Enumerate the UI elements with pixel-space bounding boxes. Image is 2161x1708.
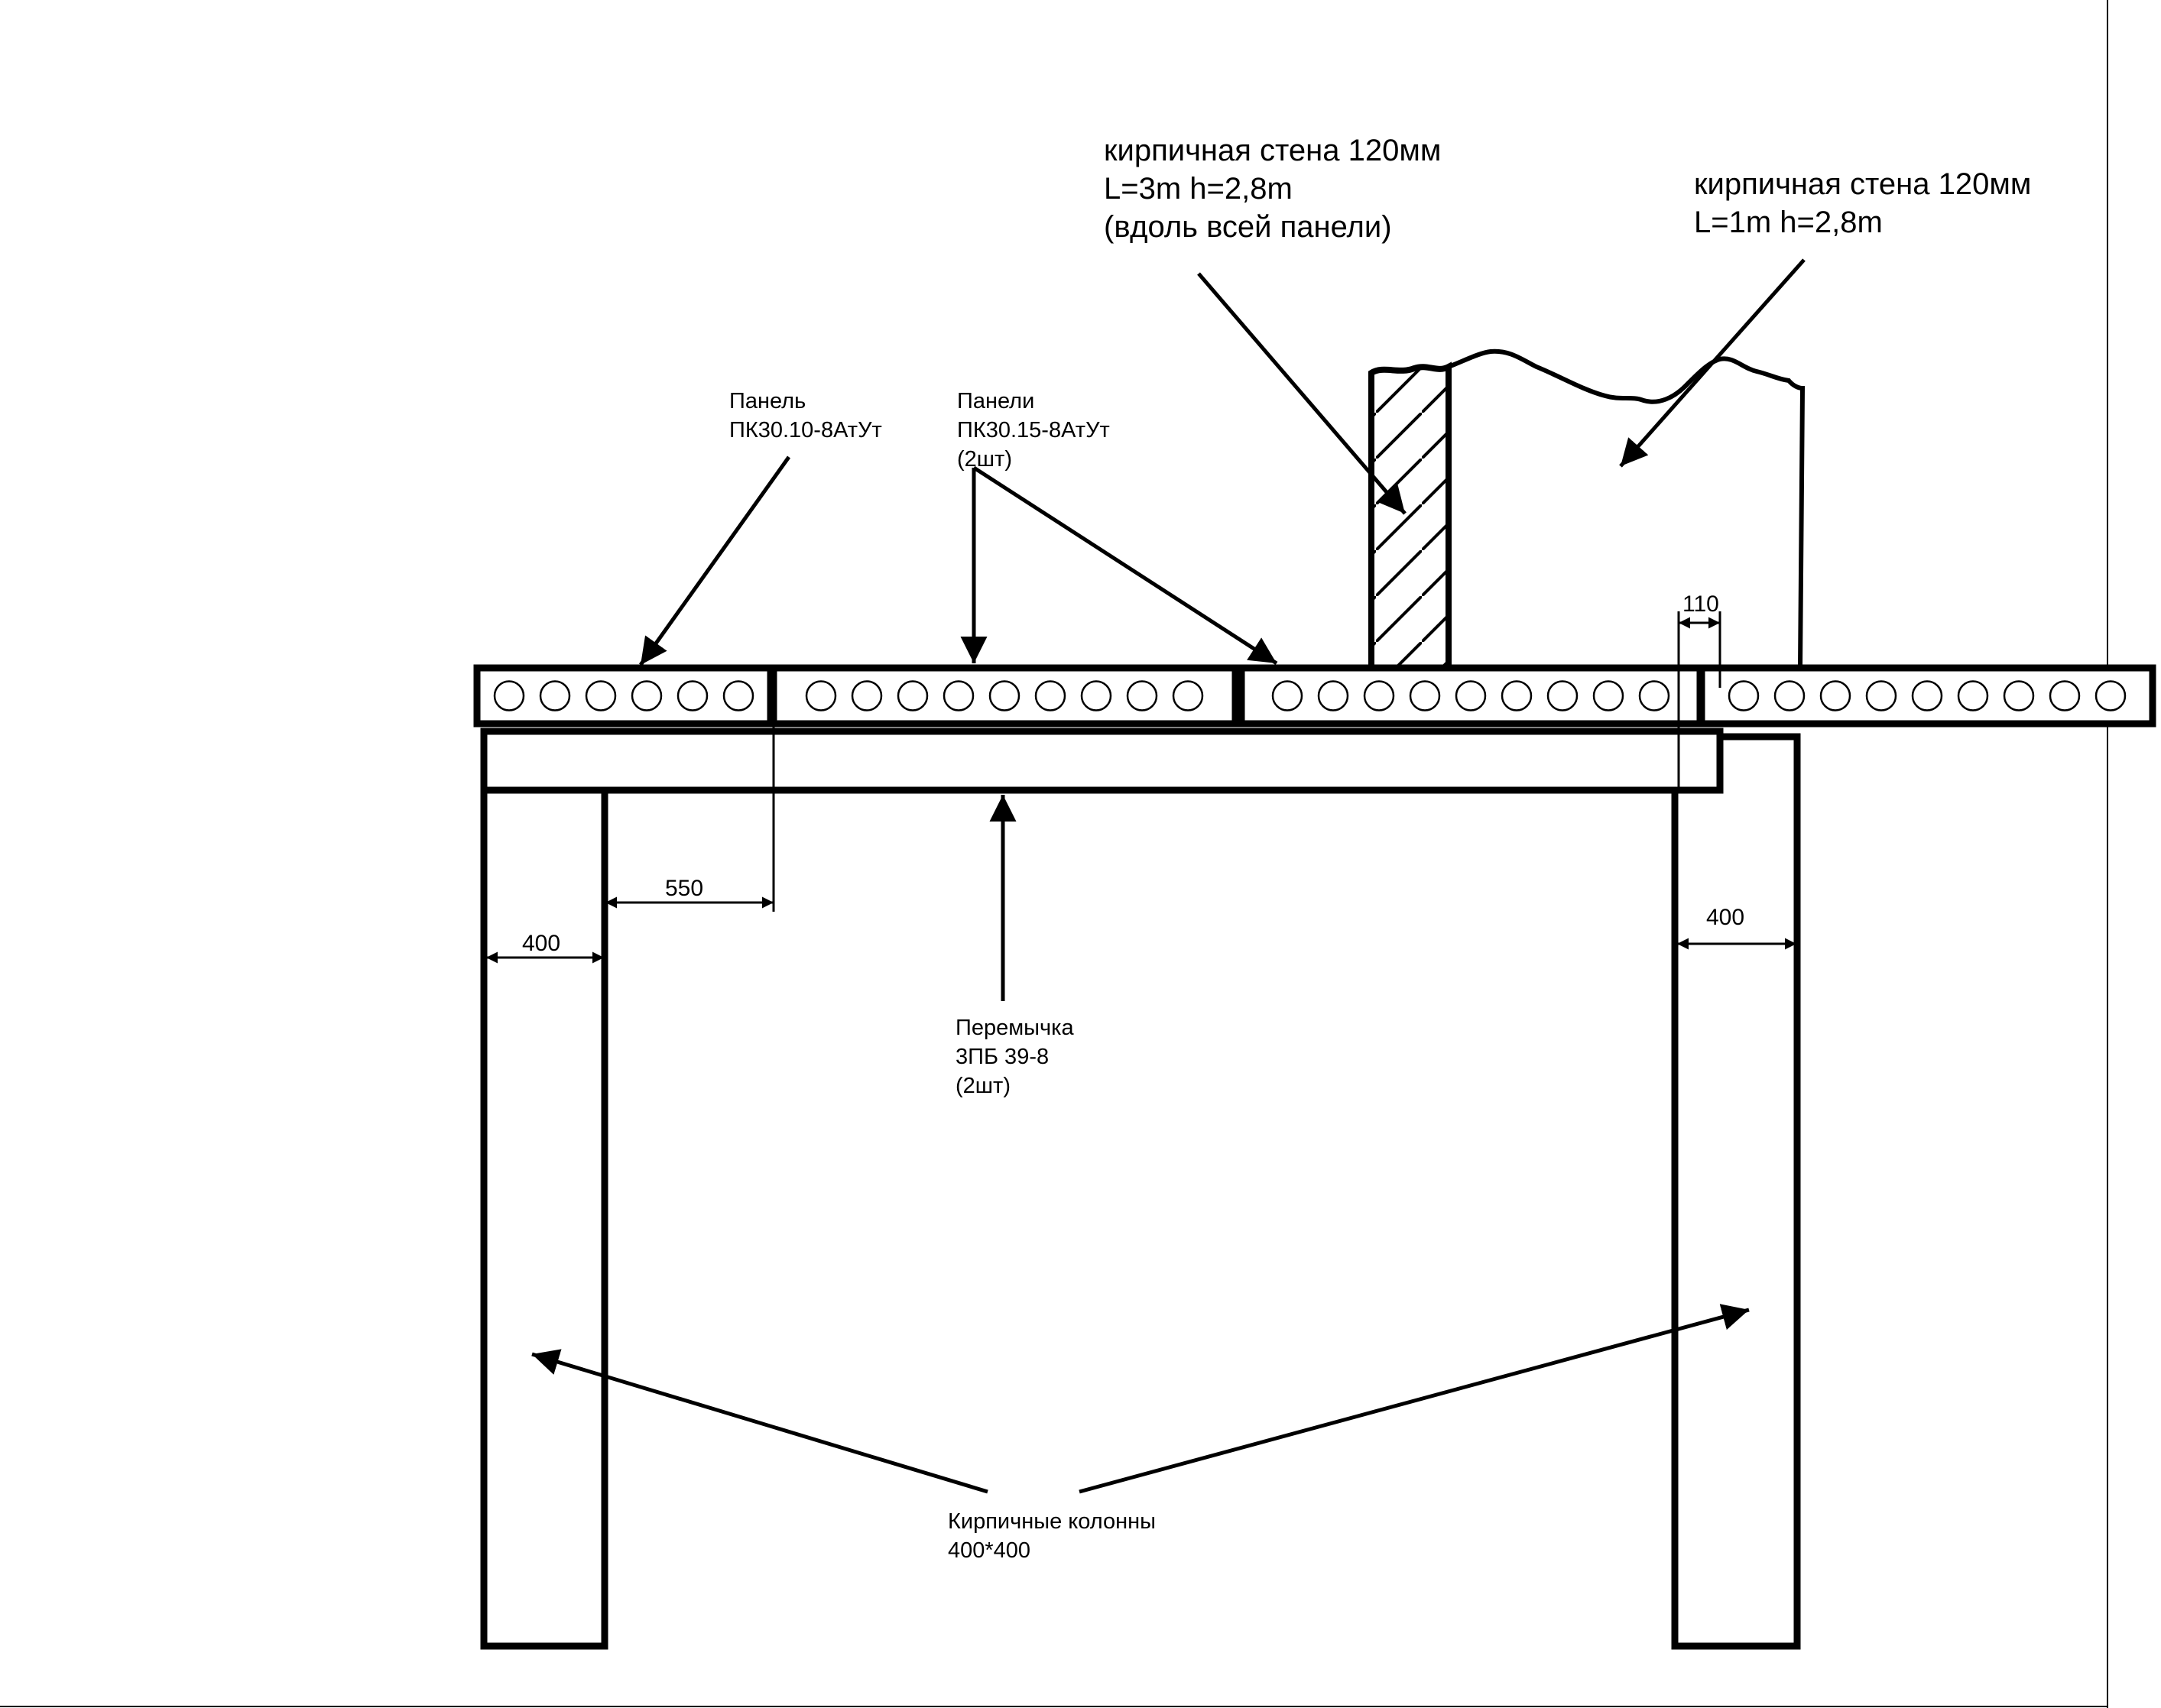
panel-3-void	[1271, 680, 1303, 711]
brick-wall-long	[1368, 361, 1452, 671]
label-panel-double: Панели ПК30.15-8АтУт (2шт)	[957, 389, 1110, 472]
panel-3-void	[1455, 680, 1487, 711]
panel-3-void	[1546, 680, 1579, 711]
label-lintel-line2: 3ПБ 39-8	[956, 1045, 1049, 1069]
label-lintel: Перемычка 3ПБ 39-8 (2шт)	[956, 1016, 1074, 1098]
leader-panel-double-b	[972, 465, 1278, 666]
panel-4-void	[2049, 680, 2081, 711]
panel-1-void	[722, 680, 754, 711]
panel-2-void	[943, 680, 975, 711]
dim-column-left-value: 400	[522, 931, 560, 956]
panel-4-void	[1957, 680, 1989, 711]
panel-2-void	[1080, 680, 1112, 711]
panel-4-void	[1865, 680, 1897, 711]
panel-2-void	[1172, 680, 1204, 711]
label-wall-long-line2: L=3m h=2,8m	[1104, 172, 1293, 206]
leader-panel-single	[638, 455, 791, 666]
panel-4-void	[1728, 680, 1760, 711]
leader-column-left	[531, 1349, 988, 1494]
panel-2-void	[1034, 680, 1066, 711]
label-panel-single: Панель ПК30.10-8АтУт	[729, 389, 882, 442]
panel-2-void	[805, 680, 837, 711]
panel-3-void	[1501, 680, 1533, 711]
panel-1-void	[631, 680, 663, 711]
panel-2-void	[897, 680, 929, 711]
label-wall-long-line1: кирпичная стена 120мм	[1104, 134, 1441, 167]
panel-3-void	[1317, 680, 1349, 711]
dim-column-right-value: 400	[1706, 905, 1744, 930]
panel-3-void	[1409, 680, 1441, 711]
label-panel-single-line1: Панель	[729, 389, 806, 413]
panel-3-void	[1592, 680, 1624, 711]
panel-4-void	[1911, 680, 1943, 711]
floor-panels	[473, 664, 2156, 728]
dim-gap-value: 110	[1682, 591, 1719, 617]
leader-column-right	[1079, 1304, 1750, 1494]
panel-2	[770, 664, 1239, 728]
panel-4	[1698, 664, 2156, 728]
leader-wall-short	[1619, 258, 1806, 468]
label-lintel-line1: Перемычка	[956, 1016, 1074, 1040]
label-panel-single-line2: ПК30.10-8АтУт	[729, 418, 882, 442]
panel-1-void	[585, 680, 617, 711]
label-panel-double-line3: (2шт)	[957, 447, 1012, 472]
lintel-beam	[480, 728, 1724, 794]
column-left	[480, 733, 608, 1650]
panel-2-void	[1126, 680, 1158, 711]
label-panel-double-line1: Панели	[957, 389, 1034, 413]
label-columns-line1: Кирпичные колонны	[948, 1509, 1156, 1534]
panel-3-void	[1363, 680, 1395, 711]
panel-4-void	[2003, 680, 2035, 711]
panel-4-void	[2094, 680, 2127, 711]
label-panel-double-line2: ПК30.15-8АтУт	[957, 418, 1110, 442]
panel-4-void	[1773, 680, 1806, 711]
label-wall-long-line3: (вдоль всей панели)	[1104, 210, 1392, 244]
panel-1-void	[493, 680, 525, 711]
panel-3	[1238, 664, 1704, 728]
leader-wall-long	[1197, 272, 1407, 515]
panel-1-void	[539, 680, 571, 711]
label-columns-line2: 400*400	[948, 1538, 1030, 1563]
panel-1-void	[677, 680, 709, 711]
label-wall-short-line2: L=1m h=2,8m	[1694, 206, 1883, 239]
panel-1	[473, 664, 774, 728]
label-wall-long: кирпичная стена 120мм L=3m h=2,8m (вдоль…	[1104, 134, 1441, 244]
panel-2-void	[988, 680, 1020, 711]
brick-wall-short	[1447, 348, 1806, 669]
label-columns: Кирпичные колонны 400*400	[948, 1509, 1156, 1563]
label-wall-short-line1: кирпичная стена 120мм	[1694, 167, 2031, 201]
label-lintel-line3: (2шт)	[956, 1074, 1011, 1098]
dim-offset-value: 550	[665, 876, 703, 901]
label-wall-short: кирпичная стена 120мм L=1m h=2,8m	[1694, 167, 2031, 239]
column-right	[1671, 733, 1801, 1650]
panel-3-void	[1638, 680, 1670, 711]
panel-2-void	[851, 680, 883, 711]
panel-4-void	[1819, 680, 1851, 711]
